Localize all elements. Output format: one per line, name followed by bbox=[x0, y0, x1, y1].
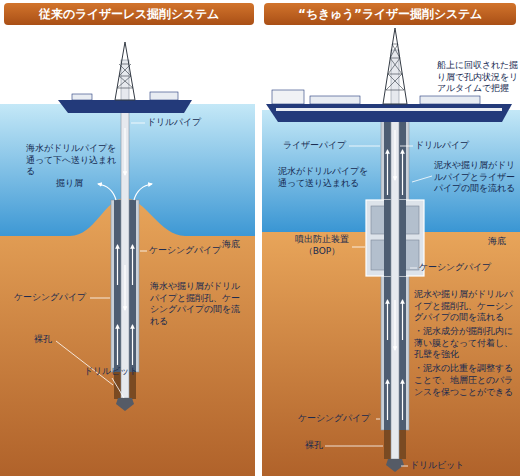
panel-title: “ちきゅう”ライザー掘削システム bbox=[292, 7, 488, 21]
flow-arrows-left bbox=[132, 245, 133, 285]
panel-title: 従来のライザーレス掘削システム bbox=[33, 7, 225, 21]
leader-lines-right bbox=[352, 247, 365, 248]
callout-label: ライザーパイプ bbox=[283, 140, 349, 152]
leader-lines-left bbox=[131, 123, 145, 124]
flow-arrows-right bbox=[388, 130, 403, 420]
flow-arrows-left bbox=[117, 245, 118, 285]
callout-label: 裸孔 bbox=[34, 334, 64, 346]
leader-lines-right bbox=[349, 146, 380, 147]
callout-label: 海水や掘り屑がドリルパイプと掘削孔、ケーシングパイプの間を流れる bbox=[150, 281, 248, 328]
callout-label: 噴出防止装置 （BOP） bbox=[292, 234, 352, 257]
callout-label: ・泥水成分が掘削孔内に薄い膜となって付着し、孔壁を強化 bbox=[414, 326, 514, 361]
flow-arrows-right bbox=[402, 380, 403, 420]
ship-right bbox=[420, 96, 480, 104]
leader-lines-right bbox=[410, 268, 417, 269]
leader-lines-left bbox=[112, 378, 124, 398]
callout-label: ドリルパイプ bbox=[147, 117, 217, 129]
leader-lines-right bbox=[401, 466, 408, 467]
leader-lines-left bbox=[140, 251, 147, 252]
callout-label: 泥水がドリルパイプを通って送り込まれる bbox=[278, 166, 372, 189]
leader-lines-left bbox=[56, 341, 113, 385]
leader-lines-left bbox=[90, 298, 110, 299]
callout-label: ・泥水の比重を調整することで、地層圧とのバランスを保つことができる bbox=[414, 363, 514, 398]
callout-label: 掘り屑 bbox=[56, 178, 96, 190]
ship-right bbox=[272, 90, 304, 104]
ship-left bbox=[58, 42, 192, 113]
flow-arrows-right bbox=[387, 150, 388, 195]
panel-title-bar: 従来のライザーレス掘削システム bbox=[4, 3, 254, 25]
flow-arrows-left bbox=[132, 325, 133, 365]
callout-label: ケーシングパイプ bbox=[298, 413, 376, 425]
flow-arrows-left bbox=[134, 184, 152, 200]
ship-right bbox=[276, 108, 502, 111]
ship-right bbox=[310, 96, 360, 104]
ship-left bbox=[117, 64, 133, 88]
leader-lines-right bbox=[325, 446, 383, 447]
callout-label: ケーシングパイプ bbox=[419, 262, 499, 274]
callout-label: 海底 bbox=[488, 236, 514, 248]
flow-arrows-right bbox=[387, 380, 388, 420]
callout-label: ケーシングパイプ bbox=[14, 292, 90, 304]
callout-label: ドリルパイプ bbox=[415, 140, 475, 152]
callout-label: 泥水や掘り屑がドリルパイプとライザーパイプの間を流れる bbox=[434, 160, 518, 195]
leader-lines-right bbox=[376, 419, 380, 420]
leader-lines-right bbox=[400, 146, 413, 147]
flow-arrows-right bbox=[402, 300, 403, 340]
ship-left bbox=[150, 92, 178, 100]
ship-left bbox=[58, 100, 192, 113]
flow-arrows-right bbox=[402, 150, 403, 195]
flow-arrows-left bbox=[124, 265, 125, 310]
ship-left bbox=[115, 42, 135, 100]
ship-right bbox=[383, 28, 407, 104]
ship-right bbox=[386, 44, 404, 90]
callout-label: ドリルビット bbox=[84, 366, 144, 378]
flow-arrows-left bbox=[98, 184, 116, 200]
drill-bit-left bbox=[116, 398, 134, 411]
drill-bit-left bbox=[116, 398, 134, 411]
panel-title-bar: “ちきゅう”ライザー掘削システム bbox=[264, 3, 516, 25]
flow-arrows-right bbox=[387, 300, 388, 340]
drill-bit-right bbox=[386, 459, 404, 472]
ship-left bbox=[72, 94, 92, 100]
flow-arrows-right bbox=[394, 130, 395, 180]
flow-arrows-left bbox=[117, 325, 118, 365]
callout-label: ケーシングパイプ bbox=[149, 245, 229, 257]
callout-label: 泥水や掘り屑がドリルパイプと掘削孔、ケーシングパイプの間を流れる bbox=[414, 289, 514, 324]
callout-label: 裸孔 bbox=[305, 440, 335, 452]
callout-label: 海底 bbox=[222, 239, 252, 251]
leader-lines-right bbox=[412, 176, 432, 182]
ship-right bbox=[266, 104, 512, 122]
callout-label: 船上に回収された掘り屑で孔内状況をリアルタイムで把握 bbox=[437, 60, 519, 95]
callout-label: ドリルビット bbox=[410, 460, 470, 472]
drill-bit-right bbox=[386, 459, 404, 472]
flow-arrows-left bbox=[124, 128, 125, 175]
callout-label: 海水がドリルパイプを通って下へ送り込まれる bbox=[26, 143, 118, 178]
flow-arrows-right bbox=[394, 300, 395, 350]
